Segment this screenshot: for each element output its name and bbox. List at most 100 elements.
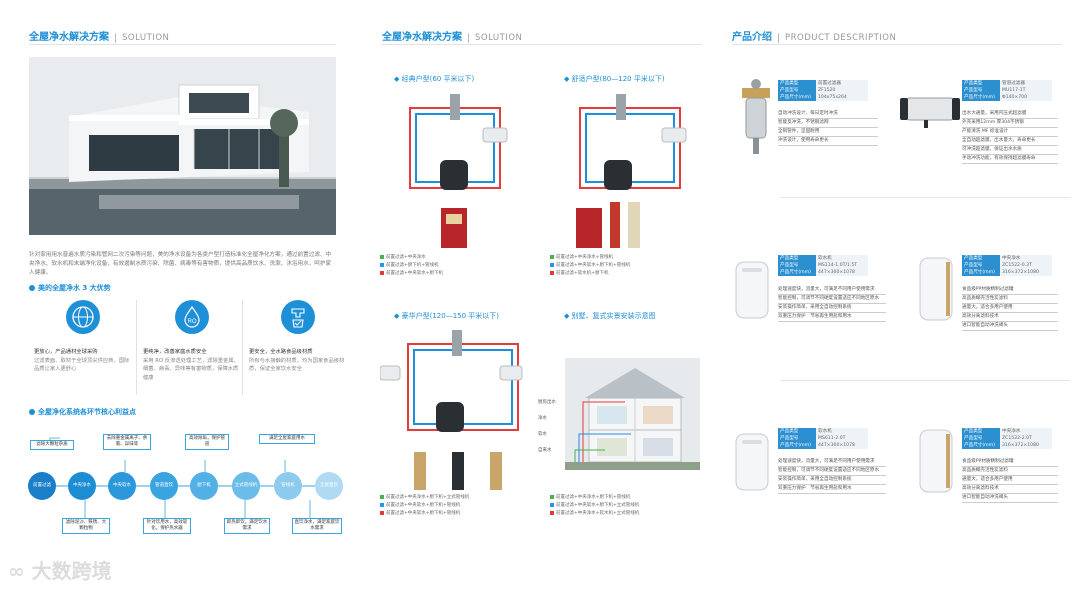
advantage-body: 采用 RO 反渗透处理工艺，滤除重金属、细菌、病毒、异味等有害物质，保障水质健康 [143,357,239,381]
divider [242,300,243,395]
flow-heading: 全屋净化系统各环节核心利益点 [29,407,136,417]
feature-item: 全自动超滤膜，出水量大，寿命更长 [962,137,1058,146]
flow-node: 管道直饮 [150,472,178,500]
feature-item: 高效分离滤料技术 [962,313,1058,322]
bullet-dot-icon [29,285,35,291]
feature-item: 自动冲洗设计，每日定时冲洗 [778,110,878,119]
legend-item: 前置过滤+中央软水+厨下机 [386,271,444,276]
flow-node: 管线机 [274,472,302,500]
feature-item: 手动冲洗功能，有效保持超滤膜寿命 [962,155,1058,164]
feature-item: 通量大，适合多用户使用 [962,304,1058,313]
flow-node: 中央净水 [68,472,96,500]
advantage-card: 更放心，产品通材全球采购过滤表面、取材于全球顶尖供应商，国际品质让家人更舒心 [34,300,132,374]
legend-item: 前置过滤+软水机+厨下机 [556,271,609,276]
flow-note: 滤除泥沙、铁锈、大颗粒物 [62,518,110,534]
feature-item: 全铜管件，坚固耐用 [778,128,878,137]
advantage-card: RO 更纯净，改善家庭水质安全采用 RO 反渗透处理工艺，滤除重金属、细菌、病毒… [143,300,241,382]
legend-item: 前置过滤+中央净水 [386,255,426,260]
villa-legend: 厨房出水 净水 软水 自来水 [538,395,556,459]
advantage-lead: 更纯净，改善家庭水质安全 [143,349,207,355]
feature-item: 外壳采用12mm 厚304不锈钢 [962,119,1058,128]
legend-item: 前置过滤+中央净水+管线机 [556,255,614,260]
villa-illustration [565,358,700,470]
watermark-logo: ∞ 大数跨境 [8,559,112,583]
advantages-heading: 美的全屋净水 3 大优势 [29,283,111,293]
feature-item: 进口智能自动冲洗阀头 [962,322,1058,331]
flow-note: 去除重金属离子、余氯、异味等 [103,434,151,450]
flow-node: 厨下机 [190,472,218,500]
villa-label: 净水 [538,416,547,421]
feature-item: 冲洗设计，使用寿命更长 [778,137,878,146]
pin-icon: ◆ [394,75,402,83]
legend-item: 前置过滤+中央净水+软水机+立式管线机 [556,511,640,516]
house-caption: ◆ 经典户型(60 平米以下) [394,75,475,83]
feature-item: 食品级PP材质精制过滤罐 [962,286,1058,295]
villa-photo [29,57,336,235]
feature-item: 产能清洗 MF 标准设计 [962,128,1058,137]
house-legend: 前置过滤+中央净水+厨下机+立式管线机 前置过滤+中央软水+厨下机+管线机 前置… [380,494,469,518]
feature-list: 处理速度快，流量大，可满足不同用户使用需求 智能控制，可调节不同硬度设置适应不同… [778,458,886,494]
house-diagram [380,330,523,490]
flow-note: 针对饮用水，高效软化，保护热水器 [143,518,191,534]
feature-item: 智能反冲洗，不锈钢滤网 [778,119,878,128]
feature-item: 出水大通量，采用内压式超滤膜 [962,110,1058,119]
feature-item: 智能控制，可调节不同硬度设置适应不同地区原水 [778,467,886,476]
feature-item: 食品级PP材质精制过滤罐 [962,458,1058,467]
faucet-icon [281,300,315,334]
flow-note: 滤除大颗粒杂质 [30,440,74,450]
advantage-lead: 更安全，全水路食品级材质 [249,349,313,355]
legend-item: 前置过滤+厨下机+管线机 [386,263,439,268]
feature-item: 可冲洗超滤膜，保证出水水质 [962,146,1058,155]
feature-list: 食品级PP材质精制过滤罐 高品质椰壳活性炭滤料 通量大，适合多用户使用 高效分离… [962,286,1058,331]
feature-item: 高效分离滤料技术 [962,485,1058,494]
central-purifier-image [919,257,953,321]
villa-label: 厨房出水 [538,400,556,405]
house-diagram [409,94,508,248]
advantage-lead: 更放心，产品通材全球采购 [34,349,98,355]
feature-item: 处理速度快，流量大，可满足不同用户使用需求 [778,286,886,295]
house-caption: ◆ 舒适户型(80—120 平米以下) [564,75,665,83]
legend-item: 前置过滤+中央软水+厨下机+管线机 [386,503,461,508]
house-legend: 前置过滤+中央净水+管线机 前置过滤+中央软水+厨下机+管线机 前置过滤+软水机… [550,254,630,278]
softener-image [735,433,769,491]
feature-item: 通量大，适合多用户使用 [962,476,1058,485]
house-caption: ◆ 豪华户型(120—150 平米以下) [394,312,500,320]
feature-item: 双重压力保护 节省再生用盐和用水 [778,485,886,494]
legend-item: 前置过滤+中央软水+厨下机+管线机 [556,263,631,268]
pin-icon: ◆ [564,75,572,83]
house-legend: 前置过滤+中央净水+厨下机+管线机 前置过滤+中央软水+厨下机+立式管线机 前置… [550,494,639,518]
divider [382,44,702,45]
divider [732,44,1062,45]
house-legend: 前置过滤+中央净水 前置过滤+厨下机+管线机 前置过滤+中央软水+厨下机 [380,254,443,278]
pin-icon: ◆ [564,312,572,320]
central-purifier-image [919,429,953,493]
advantage-body: 所有与水接触的材质，均为国家食品级材质，保证全家饮水安全 [249,357,345,373]
softener-image [735,261,769,319]
ro-membrane-icon: RO [175,300,209,334]
legend-item: 前置过滤+中央净水+厨下机+管线机 [556,495,631,500]
house-diagram [576,94,687,248]
legend-item: 前置过滤+中央净水+厨下机+立式管线机 [386,495,470,500]
flow-note: 高效除垢，保护管道 [185,434,229,450]
flow-note: 即热即饮，满足饮水需求 [224,518,270,534]
feature-list: 出水大通量，采用内压式超滤膜 外壳采用12mm 厚304不锈钢 产能清洗 MF … [962,110,1058,164]
central-filter-image [900,97,960,128]
feature-item: 高品质椰壳活性炭滤料 [962,295,1058,304]
divider [780,197,1070,198]
villa-label: 自来水 [538,448,552,453]
feature-item: 双重压力保护 节省再生用盐和用水 [778,313,886,322]
feature-item: 智能控制，可调节不同硬度设置适应不同地区原水 [778,295,886,304]
prefilter-image [742,79,770,154]
feature-list: 自动冲洗设计，每日定时冲洗 智能反冲洗，不锈钢滤网 全铜管件，坚固耐用 冲洗设计… [778,110,878,146]
flow-node: 全屋直饮 [315,472,343,500]
flow-node: 立式管线机 [232,472,260,500]
